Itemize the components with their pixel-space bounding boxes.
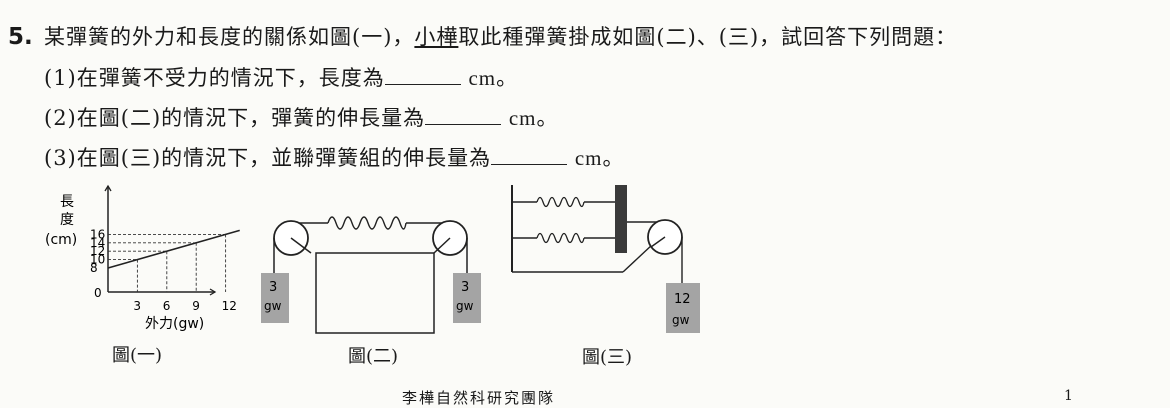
right-weight-value: 3 (461, 280, 469, 295)
right-weight-unit: gw (456, 299, 474, 313)
x-axis-arrow (209, 288, 217, 296)
y-tick-label: 8 (90, 261, 98, 275)
sub-question-3: (3)在圖(三)的情況下，並聯彈簧組的伸長量為 cm。 (44, 144, 624, 171)
answer-blank-1[interactable] (384, 64, 461, 85)
weight-block (666, 283, 700, 333)
left-pulley-arm (290, 237, 312, 254)
right-pulley-arm (433, 237, 451, 254)
period-3: 。 (602, 146, 625, 170)
x-tick-label: 12 (222, 299, 237, 313)
sub-question-2: (2)在圖(二)的情況下，彈簧的伸長量為 cm。 (44, 104, 558, 131)
unit-1: cm (468, 66, 497, 90)
connector-bar (615, 185, 627, 253)
x-tick-label: 6 (163, 299, 171, 313)
question-number: 5. (8, 24, 33, 50)
page-number: 1 (1064, 388, 1073, 404)
question-stem: 某彈簧的外力和長度的關係如圖(一)，小樺取此種彈簧掛成如圖(二)、(三)，試回答… (44, 24, 957, 50)
sub-question-1: (1)在彈簧不受力的情況下，長度為 cm。 (44, 64, 518, 91)
figure-2-caption: 圖(二) (348, 346, 399, 367)
footer-text: 李樺自然科研究團隊 (402, 389, 556, 407)
spring-coil (327, 216, 407, 230)
left-weight (261, 273, 289, 323)
y-tick-label: 12 (90, 244, 105, 258)
origin-label: 0 (94, 286, 102, 300)
table-block (315, 252, 435, 334)
sub-question-2-text: (2)在圖(二)的情況下，彈簧的伸長量為 (44, 106, 426, 130)
x-tick-label: 9 (192, 299, 200, 313)
sub-question-1-text: (1)在彈簧不受力的情況下，長度為 (44, 66, 385, 90)
data-line (107, 229, 240, 269)
stem-text-before: 某彈簧的外力和長度的關係如圖(一)， (44, 25, 415, 49)
lower-spring-coil (536, 232, 585, 244)
unit-3: cm (574, 146, 603, 170)
weight-value: 12 (674, 292, 691, 307)
unit-2: cm (508, 106, 537, 130)
answer-blank-2[interactable] (425, 104, 502, 125)
weight-unit: gw (672, 313, 690, 327)
y-axis-arrow (104, 184, 112, 192)
upper-spring-coil (536, 196, 585, 208)
sub-question-3-text: (3)在圖(三)的情況下，並聯彈簧組的伸長量為 (44, 146, 492, 170)
y-tick-label: 14 (90, 236, 105, 250)
pulley-spoke (650, 236, 666, 248)
x-axis-label: 外力(gw) (145, 316, 204, 332)
left-weight-value: 3 (269, 280, 277, 295)
pulley-support (622, 243, 654, 273)
figure-3-caption: 圖(三) (582, 347, 633, 368)
y-axis-label-1: 長 (60, 194, 74, 210)
stem-text-after: 取此種彈簧掛成如圖(二)、(三)，試回答下列問題： (458, 25, 958, 49)
left-weight-unit: gw (264, 299, 282, 313)
right-weight (453, 273, 481, 323)
figure-2-diagram: 3 gw 3 gw (261, 216, 481, 334)
y-tick-label: 10 (90, 253, 105, 267)
period-1: 。 (496, 66, 519, 90)
y-tick-label: 16 (90, 227, 105, 241)
x-tick-label: 3 (133, 299, 141, 313)
figure-1-caption: 圖(一) (112, 345, 163, 366)
answer-blank-3[interactable] (491, 144, 568, 165)
stem-underlined-name: 小樺 (414, 25, 459, 49)
period-2: 。 (536, 106, 559, 130)
y-axis-label-3: (cm) (45, 232, 77, 248)
y-axis-label-2: 度 (60, 212, 74, 228)
figure-3-diagram: 12 gw (511, 185, 700, 333)
